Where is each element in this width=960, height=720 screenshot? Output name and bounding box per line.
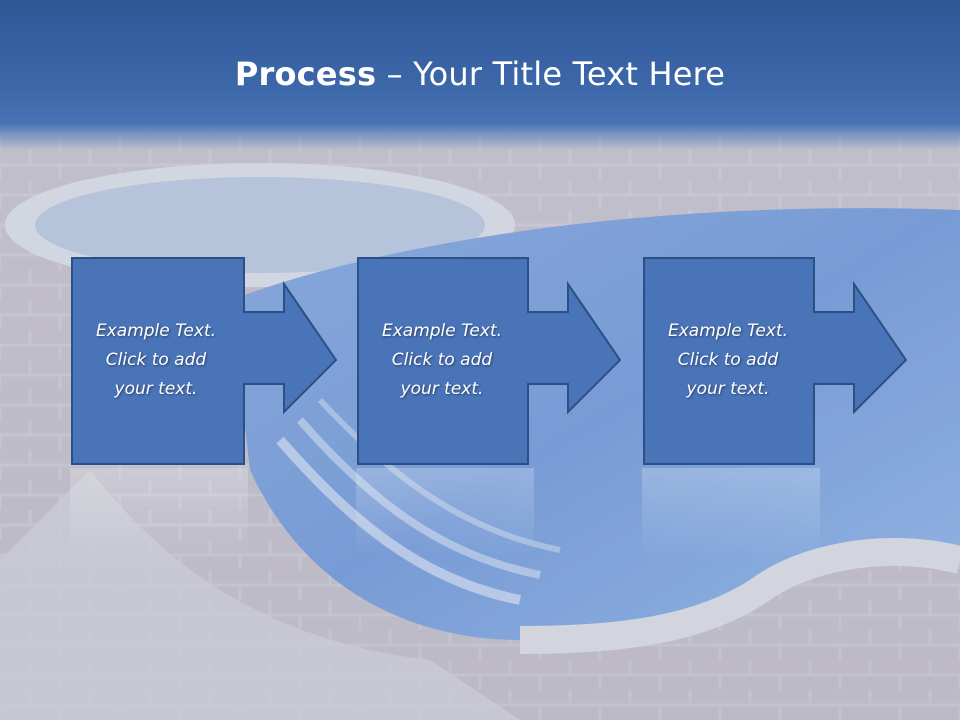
step-1-text: Example Text. Click to add your text. xyxy=(95,320,217,399)
process-step-3[interactable]: Example Text. Click to add your text. xyxy=(642,256,922,468)
step-1-arrow-shape xyxy=(71,257,338,465)
step-2-arrow-shape xyxy=(357,257,622,465)
step-2-text-box[interactable]: Example Text. Click to add your text. xyxy=(356,256,528,464)
step-3-text-box[interactable]: Example Text. Click to add your text. xyxy=(642,256,814,464)
title-band xyxy=(0,0,960,150)
step-3-arrow-shape xyxy=(643,257,908,465)
title-bold-text: Process xyxy=(234,55,377,93)
process-step-1[interactable]: Example Text. Click to add your text. xyxy=(70,256,350,468)
step-1-text-box[interactable]: Example Text. Click to add your text. xyxy=(70,256,242,464)
step-3-reflection xyxy=(642,468,820,558)
slide-title[interactable]: Process – Your Title Text Here xyxy=(0,52,960,96)
title-rest-text: – Your Title Text Here xyxy=(376,55,726,93)
step-1-reflection xyxy=(70,468,248,558)
process-step-2[interactable]: Example Text. Click to add your text. xyxy=(356,256,636,468)
step-3-text: Example Text. Click to add your text. xyxy=(667,320,789,399)
step-2-reflection xyxy=(356,468,534,558)
step-2-text: Example Text. Click to add your text. xyxy=(381,320,503,399)
